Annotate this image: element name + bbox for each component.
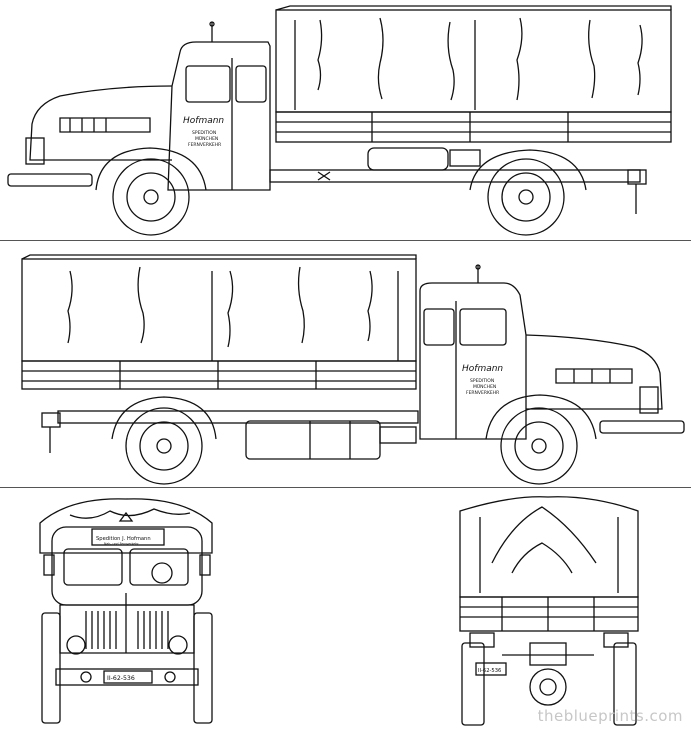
view-divider (0, 487, 691, 488)
windshield-right (129, 548, 189, 586)
cab-window-front (185, 65, 231, 103)
rear-tire-right (613, 642, 637, 726)
front-tire-left (41, 612, 61, 724)
canvas-tarp (275, 9, 672, 113)
svg-text:FERNVERKEHR: FERNVERKEHR (188, 142, 221, 148)
front-sign-subtext: Nah- und Fernverkehr (104, 542, 139, 546)
front-tire-right (193, 612, 213, 724)
svg-text:MÜNCHEN: MÜNCHEN (473, 383, 496, 390)
front-wheel (112, 158, 190, 236)
svg-text:MÜNCHEN: MÜNCHEN (195, 135, 218, 142)
svg-text:Hofmann: Hofmann (462, 364, 503, 374)
truck-left-side-view: Hofmann SPEDITION MÜNCHEN FERNVERKEHR (7, 5, 672, 236)
headlight-left (66, 635, 86, 655)
front-bumper (599, 420, 685, 434)
fuel-tank (245, 420, 381, 460)
front-wheel (500, 407, 578, 485)
windshield-left (63, 548, 123, 586)
front-bumper (7, 173, 93, 187)
watermark: theblueprints.com (537, 707, 683, 725)
door-lettering-right: Hofmann SPEDITION MÜNCHEN FERNVERKEHR (462, 364, 503, 396)
door-lettering-left: Hofmann SPEDITION MÜNCHEN FERNVERKEHR (183, 116, 224, 148)
svg-text:SPEDITION: SPEDITION (470, 378, 494, 384)
canvas-tarp (459, 496, 639, 598)
front-plate (103, 670, 153, 684)
front-sign (91, 528, 165, 546)
grille (59, 604, 195, 654)
cab (167, 41, 271, 191)
truck-right-side-view: Hofmann SPEDITION MÜNCHEN FERNVERKEHR (21, 254, 685, 485)
rear-wheel (125, 407, 203, 485)
hood (29, 85, 173, 161)
hood (525, 334, 663, 410)
rear-fender (469, 149, 587, 191)
cargo-bed (275, 111, 672, 143)
headlight-right (168, 635, 188, 655)
rear-tire-left (461, 642, 485, 726)
rear-fender (111, 396, 217, 440)
cab-window-side (423, 308, 455, 346)
view-divider (0, 240, 691, 241)
fuel-tank (367, 147, 449, 171)
canvas-tarp (39, 498, 213, 554)
front-plate-text: II-62-536 (107, 675, 135, 682)
canvas-tarp (21, 258, 417, 362)
svg-text:SPEDITION: SPEDITION (192, 130, 216, 136)
front-fender (95, 147, 207, 191)
rear-light-right (603, 632, 629, 648)
cargo-bed (21, 360, 417, 390)
rear-plate (475, 662, 507, 676)
front-sign-text: Spedition J. Hofmann (96, 536, 151, 542)
rear-light-left (469, 632, 495, 648)
truck-front-view: Spedition J. Hofmann Nah- und Fernverkeh… (39, 498, 213, 724)
svg-text:Hofmann: Hofmann (183, 116, 224, 126)
svg-text:FERNVERKEHR: FERNVERKEHR (466, 390, 499, 396)
spare-wheel (529, 668, 567, 706)
front-bumper (55, 668, 199, 686)
front-fender (485, 394, 597, 440)
cab-window-front (459, 308, 507, 346)
rear-wheel (487, 158, 565, 236)
rear-plate-text: II-62-536 (478, 668, 501, 674)
tailgate (459, 596, 639, 632)
cab (419, 282, 527, 440)
truck-rear-view: II-62-536 (459, 496, 639, 726)
cab-window-side (235, 65, 267, 103)
